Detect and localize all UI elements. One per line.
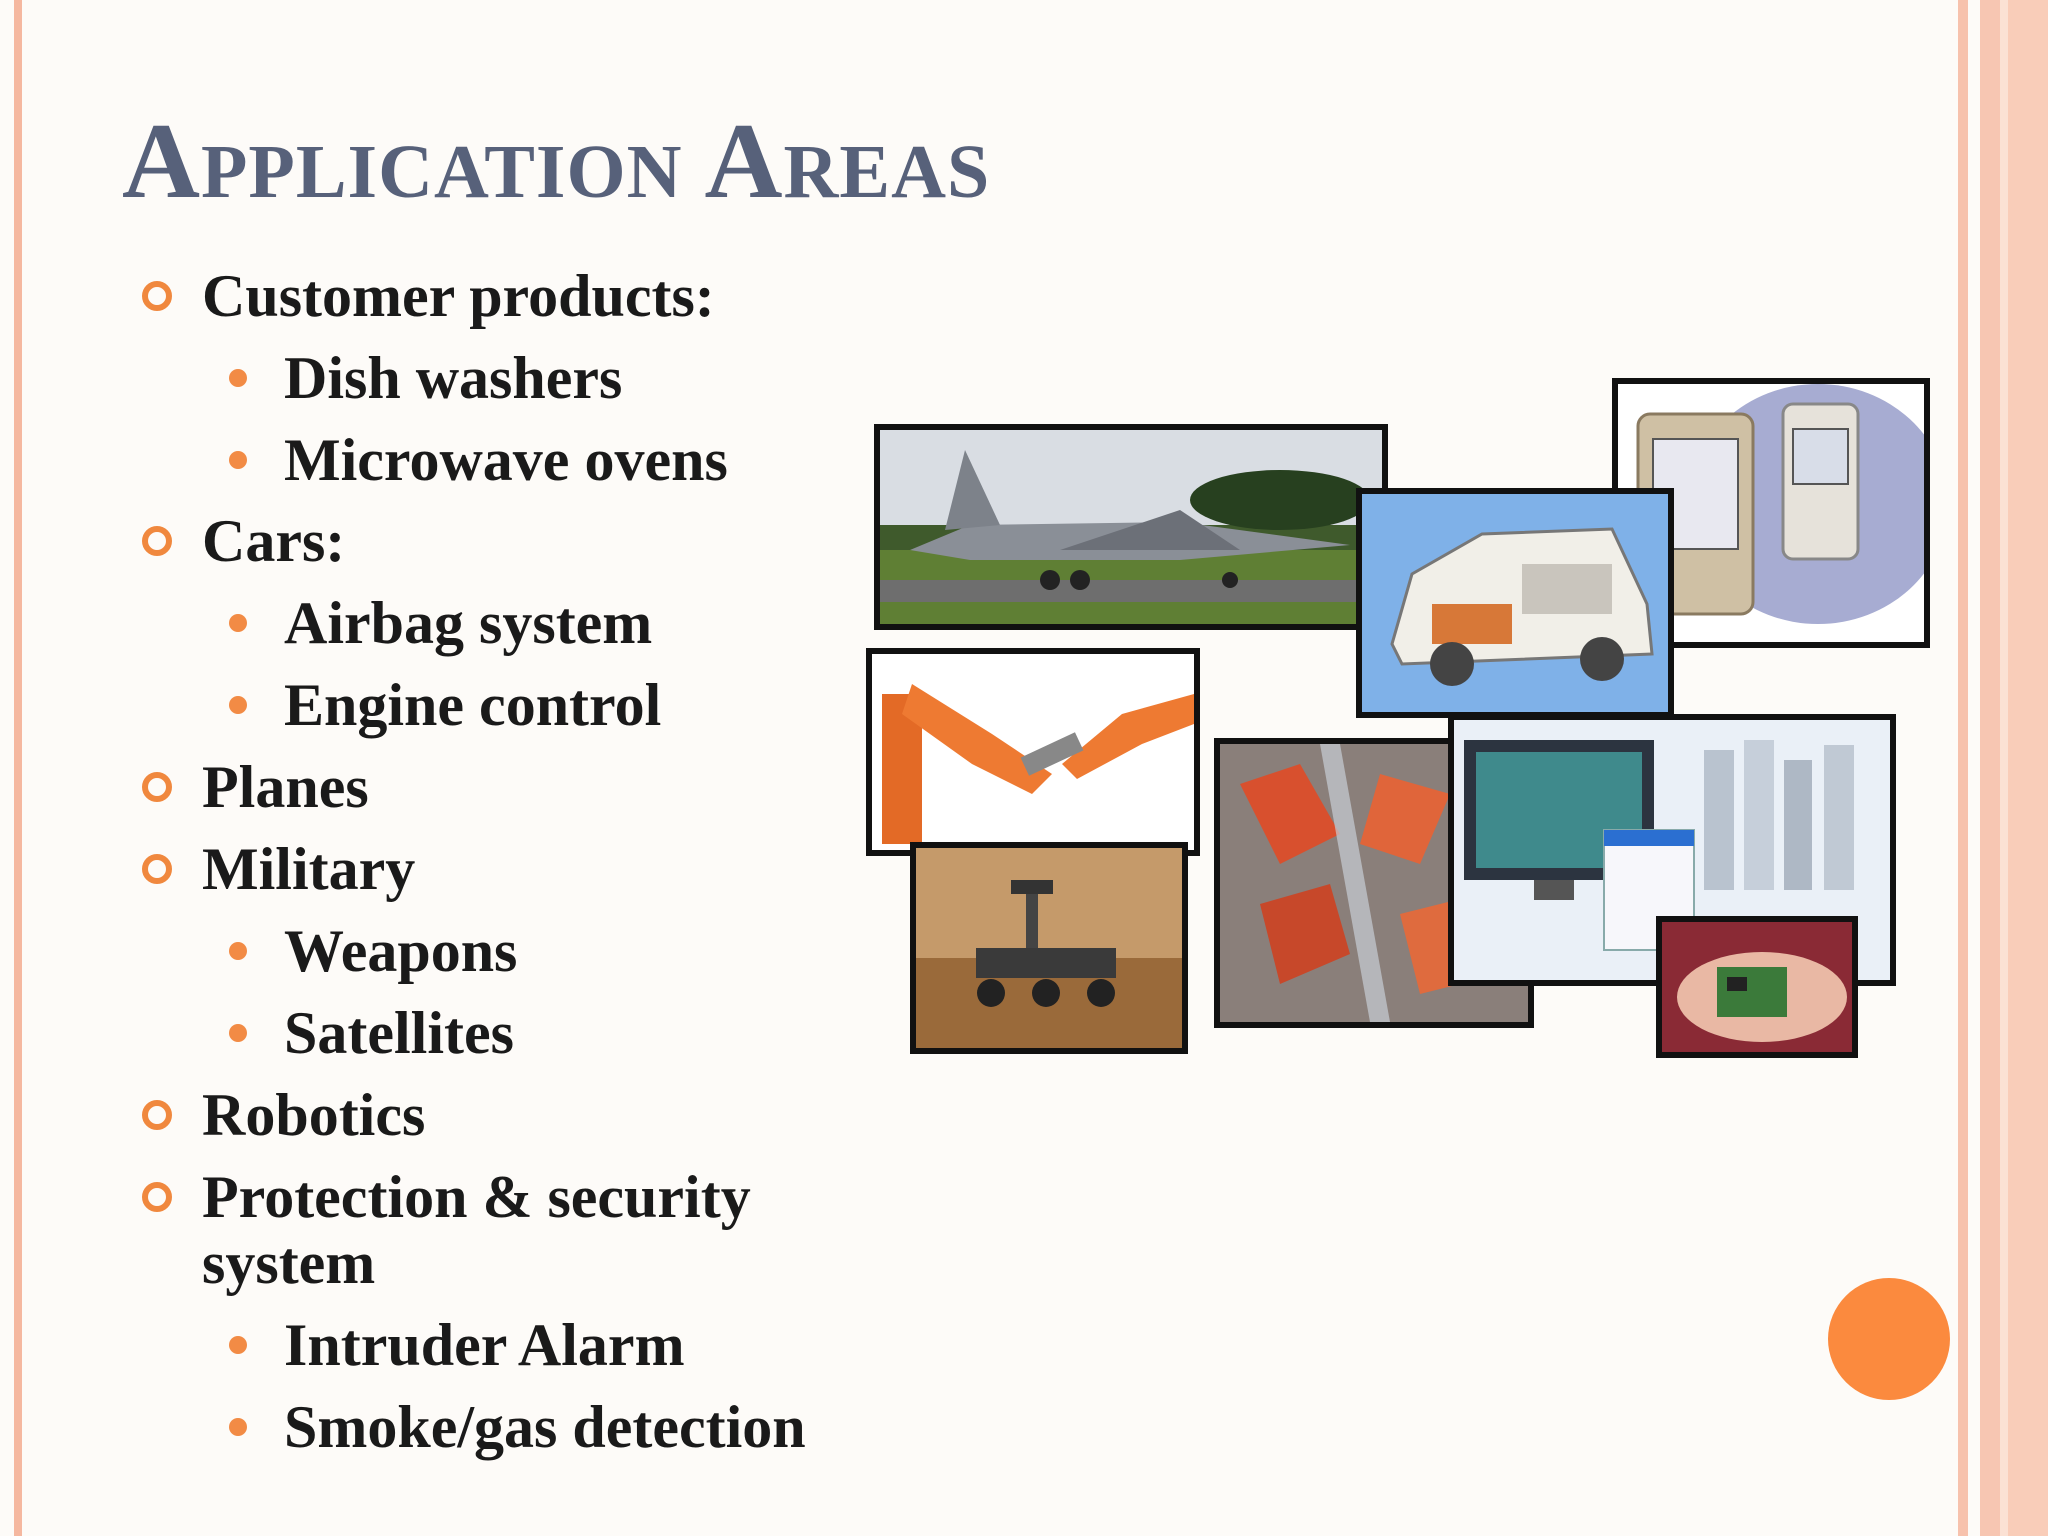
mars-rover-illustration [916, 848, 1182, 1048]
mars-rover-image [910, 842, 1188, 1054]
bullet-item: Intruder Alarm [229, 1312, 685, 1378]
circuit-board-illustration [1662, 922, 1852, 1052]
left-border [14, 0, 22, 1536]
bullet-item: Military [142, 836, 415, 902]
bullet-item: Satellites [229, 1000, 514, 1066]
bullet-dot-icon [229, 451, 247, 469]
bullet-item: Engine control [229, 672, 661, 738]
bullet-ring-icon [142, 1182, 172, 1212]
slide-title: Application Areas [122, 102, 991, 221]
fighter-jet-illustration [880, 430, 1382, 624]
right-border-stripe [1958, 0, 1968, 1536]
bullet-item: Weapons [229, 918, 517, 984]
bullet-item: Customer products: [142, 263, 715, 329]
bullet-ring-icon [142, 526, 172, 556]
bullet-dot-icon [229, 942, 247, 960]
bullet-item: Airbag system [229, 590, 652, 656]
bullet-ring-icon [142, 854, 172, 884]
bullet-item: Cars: [142, 508, 345, 574]
bullet-item: Smoke/gas detection [229, 1394, 806, 1460]
bullet-dot-icon [229, 614, 247, 632]
fighter-jet-image [874, 424, 1388, 630]
robot-arms-illustration [872, 654, 1194, 850]
bullet-continuation: system [202, 1230, 376, 1296]
bullet-item: Microwave ovens [229, 427, 728, 493]
right-border-stripe [1980, 0, 2000, 1536]
bullet-dot-icon [229, 369, 247, 387]
right-border-stripe [2000, 0, 2008, 1536]
bullet-item: Dish washers [229, 345, 622, 411]
car-cutaway-illustration [1362, 494, 1668, 712]
bullet-ring-icon [142, 1100, 172, 1130]
industrial-robot-arms-image [866, 648, 1200, 856]
bullet-item: Planes [142, 754, 369, 820]
bullet-dot-icon [229, 1418, 247, 1436]
bullet-dot-icon [229, 696, 247, 714]
bullet-ring-icon [142, 281, 172, 311]
bullet-dot-icon [229, 1336, 247, 1354]
bullet-item: Protection & security [142, 1164, 751, 1230]
bullet-ring-icon [142, 772, 172, 802]
right-border-stripe [2008, 0, 2048, 1536]
car-cutaway-image [1356, 488, 1674, 718]
decorative-circle [1828, 1278, 1950, 1400]
bullet-item: Robotics [142, 1082, 425, 1148]
bullet-dot-icon [229, 1024, 247, 1042]
circuit-board-hand-image [1656, 916, 1858, 1058]
